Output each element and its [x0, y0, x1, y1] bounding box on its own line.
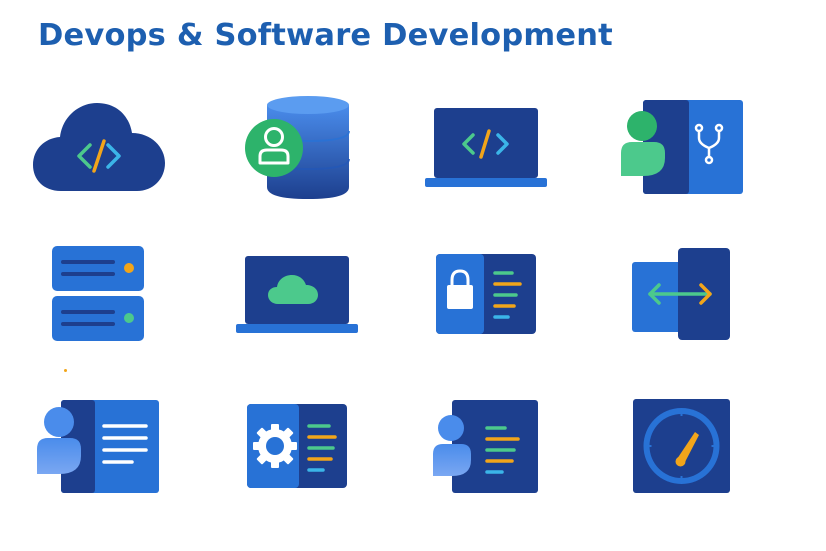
user-git-branch-icon: [621, 100, 743, 194]
laptop-code-icon: [425, 108, 547, 187]
orange-dot: [64, 369, 67, 372]
database-user-icon: [245, 96, 350, 199]
user-code-document-icon: [433, 400, 538, 493]
page-title: Devops & Software Development: [38, 18, 613, 53]
speedometer-icon: [633, 399, 730, 493]
server-rack-icon: [52, 246, 144, 341]
cloud-code-icon: [33, 103, 165, 191]
transfer-arrows-icon: [632, 248, 730, 340]
gear-code-icon: [247, 404, 347, 488]
lock-document-icon: [436, 254, 536, 334]
laptop-cloud-icon: [236, 256, 358, 333]
user-document-icon: [37, 400, 159, 493]
